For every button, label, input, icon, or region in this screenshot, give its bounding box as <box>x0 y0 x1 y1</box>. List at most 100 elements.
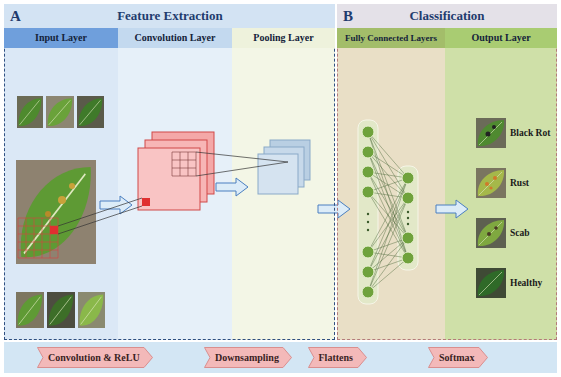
leaf-image <box>478 120 504 146</box>
pooled-map <box>258 154 298 194</box>
leaf-image <box>478 170 504 196</box>
panel-title: Feature Extraction <box>21 8 319 24</box>
layer-header: Fully Connected Layers <box>337 28 445 48</box>
leaf-photo <box>476 168 506 198</box>
process-chevron: Downsampling <box>204 347 292 368</box>
process-label: Convolution & ReLU <box>37 347 153 368</box>
projection-line <box>196 152 288 176</box>
leaf-spot <box>69 183 75 189</box>
conv-ground <box>118 48 232 340</box>
chevron-shape <box>205 348 292 368</box>
leaf-photo <box>78 292 105 328</box>
neuron <box>362 126 374 138</box>
dot <box>407 217 409 219</box>
leaf-spot <box>58 196 66 204</box>
leaf-spot <box>489 186 492 189</box>
leaf-spot <box>45 211 51 217</box>
neuron <box>362 266 374 278</box>
feature-map <box>138 148 200 210</box>
leaf-photo <box>476 268 506 298</box>
layer-header: Pooling Layer <box>232 28 335 48</box>
neuron <box>402 172 414 184</box>
leaf-spot <box>486 132 491 137</box>
output-ground <box>445 48 557 340</box>
process-label: Flattens <box>308 347 366 368</box>
stage-panel: BClassificationFully Connected Layers Out… <box>337 4 557 340</box>
kernel-grid <box>172 152 196 176</box>
layer-title: Fully Connected Layers <box>345 33 437 43</box>
leaf-image <box>478 270 504 296</box>
layer-column: Convolution Layer <box>118 28 232 340</box>
projection-line <box>58 198 142 234</box>
panel-header: AFeature Extraction <box>4 4 335 28</box>
layer-column: Pooling Layer <box>232 28 335 340</box>
leaf-photo <box>16 160 96 264</box>
leaf-spot <box>494 226 498 230</box>
dot <box>367 229 369 231</box>
fc-ground <box>337 48 445 340</box>
layer-header: Output Layer <box>445 28 557 48</box>
layer-title: Input Layer <box>35 32 87 44</box>
leaf-image <box>478 220 504 246</box>
process-chevron: Flattens <box>308 347 367 368</box>
output-cell <box>142 198 150 206</box>
leaf-spot <box>493 176 497 180</box>
leaf-image <box>21 167 91 257</box>
layer-title: Convolution Layer <box>135 32 216 44</box>
layer-outline <box>358 120 378 304</box>
leaf-spot <box>487 232 491 236</box>
receptive-field <box>50 226 58 234</box>
leaf-image <box>79 98 103 126</box>
stage-panel: AFeature ExtractionInput Layer Convolutio… <box>4 4 335 340</box>
leaf-photo <box>17 96 43 128</box>
panel-letter: A <box>10 8 21 25</box>
neuron <box>362 286 374 298</box>
chevron-shape <box>308 348 366 368</box>
dot <box>367 213 369 215</box>
process-chevron: Convolution & ReLU <box>37 347 153 368</box>
leaf-photo <box>476 118 506 148</box>
leaf-spot <box>485 182 489 186</box>
leaf-photo <box>47 292 75 328</box>
dot <box>407 223 409 225</box>
flow-arrow <box>436 200 468 218</box>
chevron-shape <box>38 348 153 368</box>
layer-title: Output Layer <box>471 32 530 44</box>
chevron-shape <box>429 348 488 368</box>
class-label: Rust <box>510 177 529 189</box>
neuron <box>362 146 374 158</box>
leaf-image <box>80 294 104 325</box>
dot <box>367 221 369 223</box>
dot <box>407 211 409 213</box>
leaf-image <box>19 98 42 126</box>
panel-title: Classification <box>353 8 541 24</box>
leaf-photo <box>476 218 506 248</box>
process-chevron: Softmax <box>428 347 488 368</box>
class-label: Scab <box>510 227 530 239</box>
process-label: Downsampling <box>204 347 292 368</box>
process-label: Softmax <box>428 347 488 368</box>
layer-title: Pooling Layer <box>253 32 313 44</box>
leaf-image <box>48 98 73 126</box>
neuron <box>402 252 414 264</box>
layer-header: Input Layer <box>4 28 118 48</box>
pool-ground <box>232 48 335 340</box>
neuron <box>402 192 414 204</box>
neuron <box>402 232 414 244</box>
input-ground <box>4 48 118 340</box>
layer-column: Fully Connected Layers <box>337 28 445 340</box>
pixel-grid <box>18 218 58 258</box>
neuron <box>362 246 374 258</box>
neuron <box>362 166 374 178</box>
leaf-image <box>18 294 43 325</box>
neuron-group <box>362 126 414 298</box>
layer-header: Convolution Layer <box>118 28 232 48</box>
ellipsis-dots <box>367 211 409 231</box>
process-band <box>4 342 557 373</box>
panel-header: BClassification <box>337 4 557 28</box>
leaf-photo <box>77 96 104 128</box>
class-label: Black Rot <box>510 127 550 139</box>
layer-outline <box>398 166 418 270</box>
